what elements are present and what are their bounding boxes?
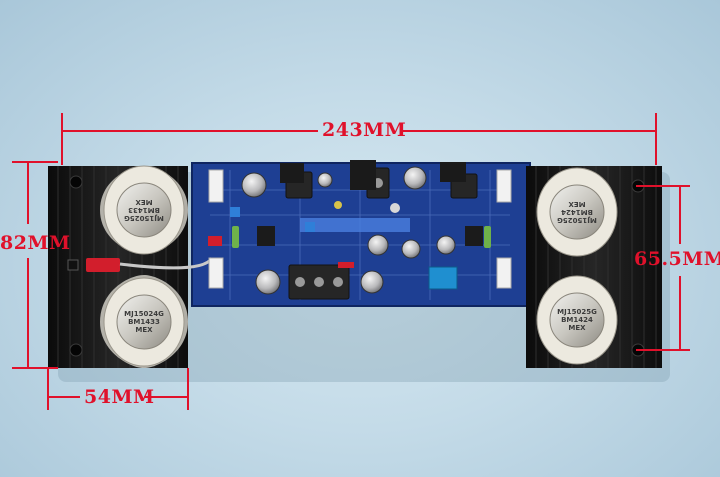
- overall-width-label: 243MM: [322, 119, 407, 141]
- transistor-bl-marking: MJ15024G BM1433 MEX: [124, 310, 164, 334]
- transistor-tr: [536, 167, 618, 257]
- transistor-tl-marking: MJ15025G BM1433 MEX: [124, 198, 164, 222]
- transistor-br: [536, 275, 618, 365]
- overall-height-label: 82MM: [0, 232, 71, 254]
- hole-spacing-label: 65.5MM: [634, 248, 720, 270]
- heatsink-width-label: 54MM: [84, 386, 155, 408]
- transistor-tl: [100, 165, 188, 255]
- transistor-tr-marking: MJ15025G BM1424 MEX: [557, 200, 597, 224]
- transistor-br-marking: MJ15025G BM1424 MEX: [557, 308, 597, 332]
- transistor-bl: [100, 275, 188, 368]
- dimension-lines: [12, 113, 690, 410]
